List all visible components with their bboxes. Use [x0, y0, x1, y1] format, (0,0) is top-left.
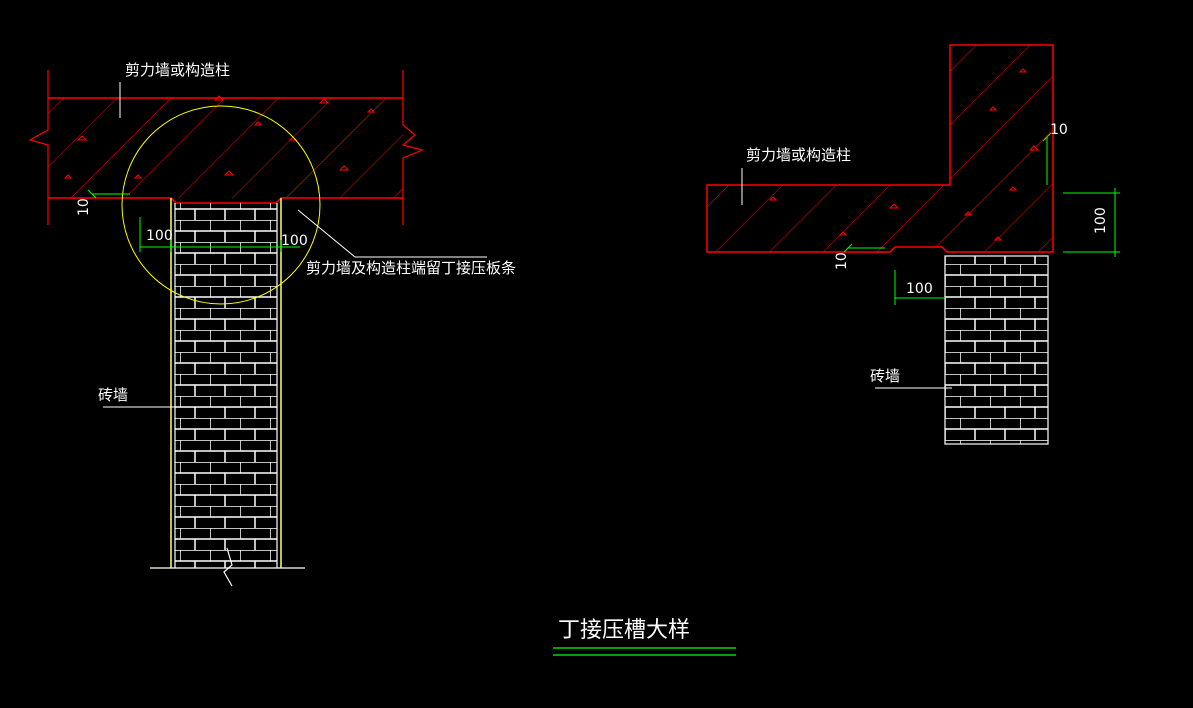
- left-detail: 剪力墙或构造柱 剪力墙及构造柱端留丁接压板条 砖墙 100 100 10: [28, 61, 516, 587]
- right-dim-small-bottom-label: 10: [834, 252, 850, 270]
- left-concrete-wall: [28, 70, 424, 225]
- note-leader: [297, 209, 487, 258]
- dim-left-label: 100: [146, 228, 173, 244]
- left-brick-wall: [150, 198, 305, 587]
- dim-right-label: 100: [281, 233, 308, 249]
- dim-small-label: 10: [76, 198, 92, 216]
- left-wall-label: 剪力墙或构造柱: [125, 61, 230, 79]
- detail-circle: [121, 105, 321, 305]
- right-dimensions: [843, 132, 1120, 305]
- drawing-title: 丁接压槽大样: [558, 618, 690, 643]
- right-dim-width-label: 100: [906, 281, 933, 297]
- left-dimensions: [87, 189, 300, 252]
- right-detail: 剪力墙或构造柱 砖墙 100 10 10 100: [706, 44, 1120, 445]
- right-dim-small-top-label: 10: [1050, 122, 1068, 138]
- drawing-title-block: 丁接压槽大样: [553, 618, 736, 656]
- note-label: 剪力墙及构造柱端留丁接压板条: [306, 259, 516, 277]
- right-dim-height-label: 100: [1093, 207, 1109, 234]
- left-brick-label: 砖墙: [98, 386, 128, 404]
- right-wall-label: 剪力墙或构造柱: [746, 146, 851, 164]
- right-brick-wall: [944, 255, 1049, 445]
- right-brick-label: 砖墙: [870, 367, 900, 385]
- right-concrete-wall: [706, 44, 1054, 253]
